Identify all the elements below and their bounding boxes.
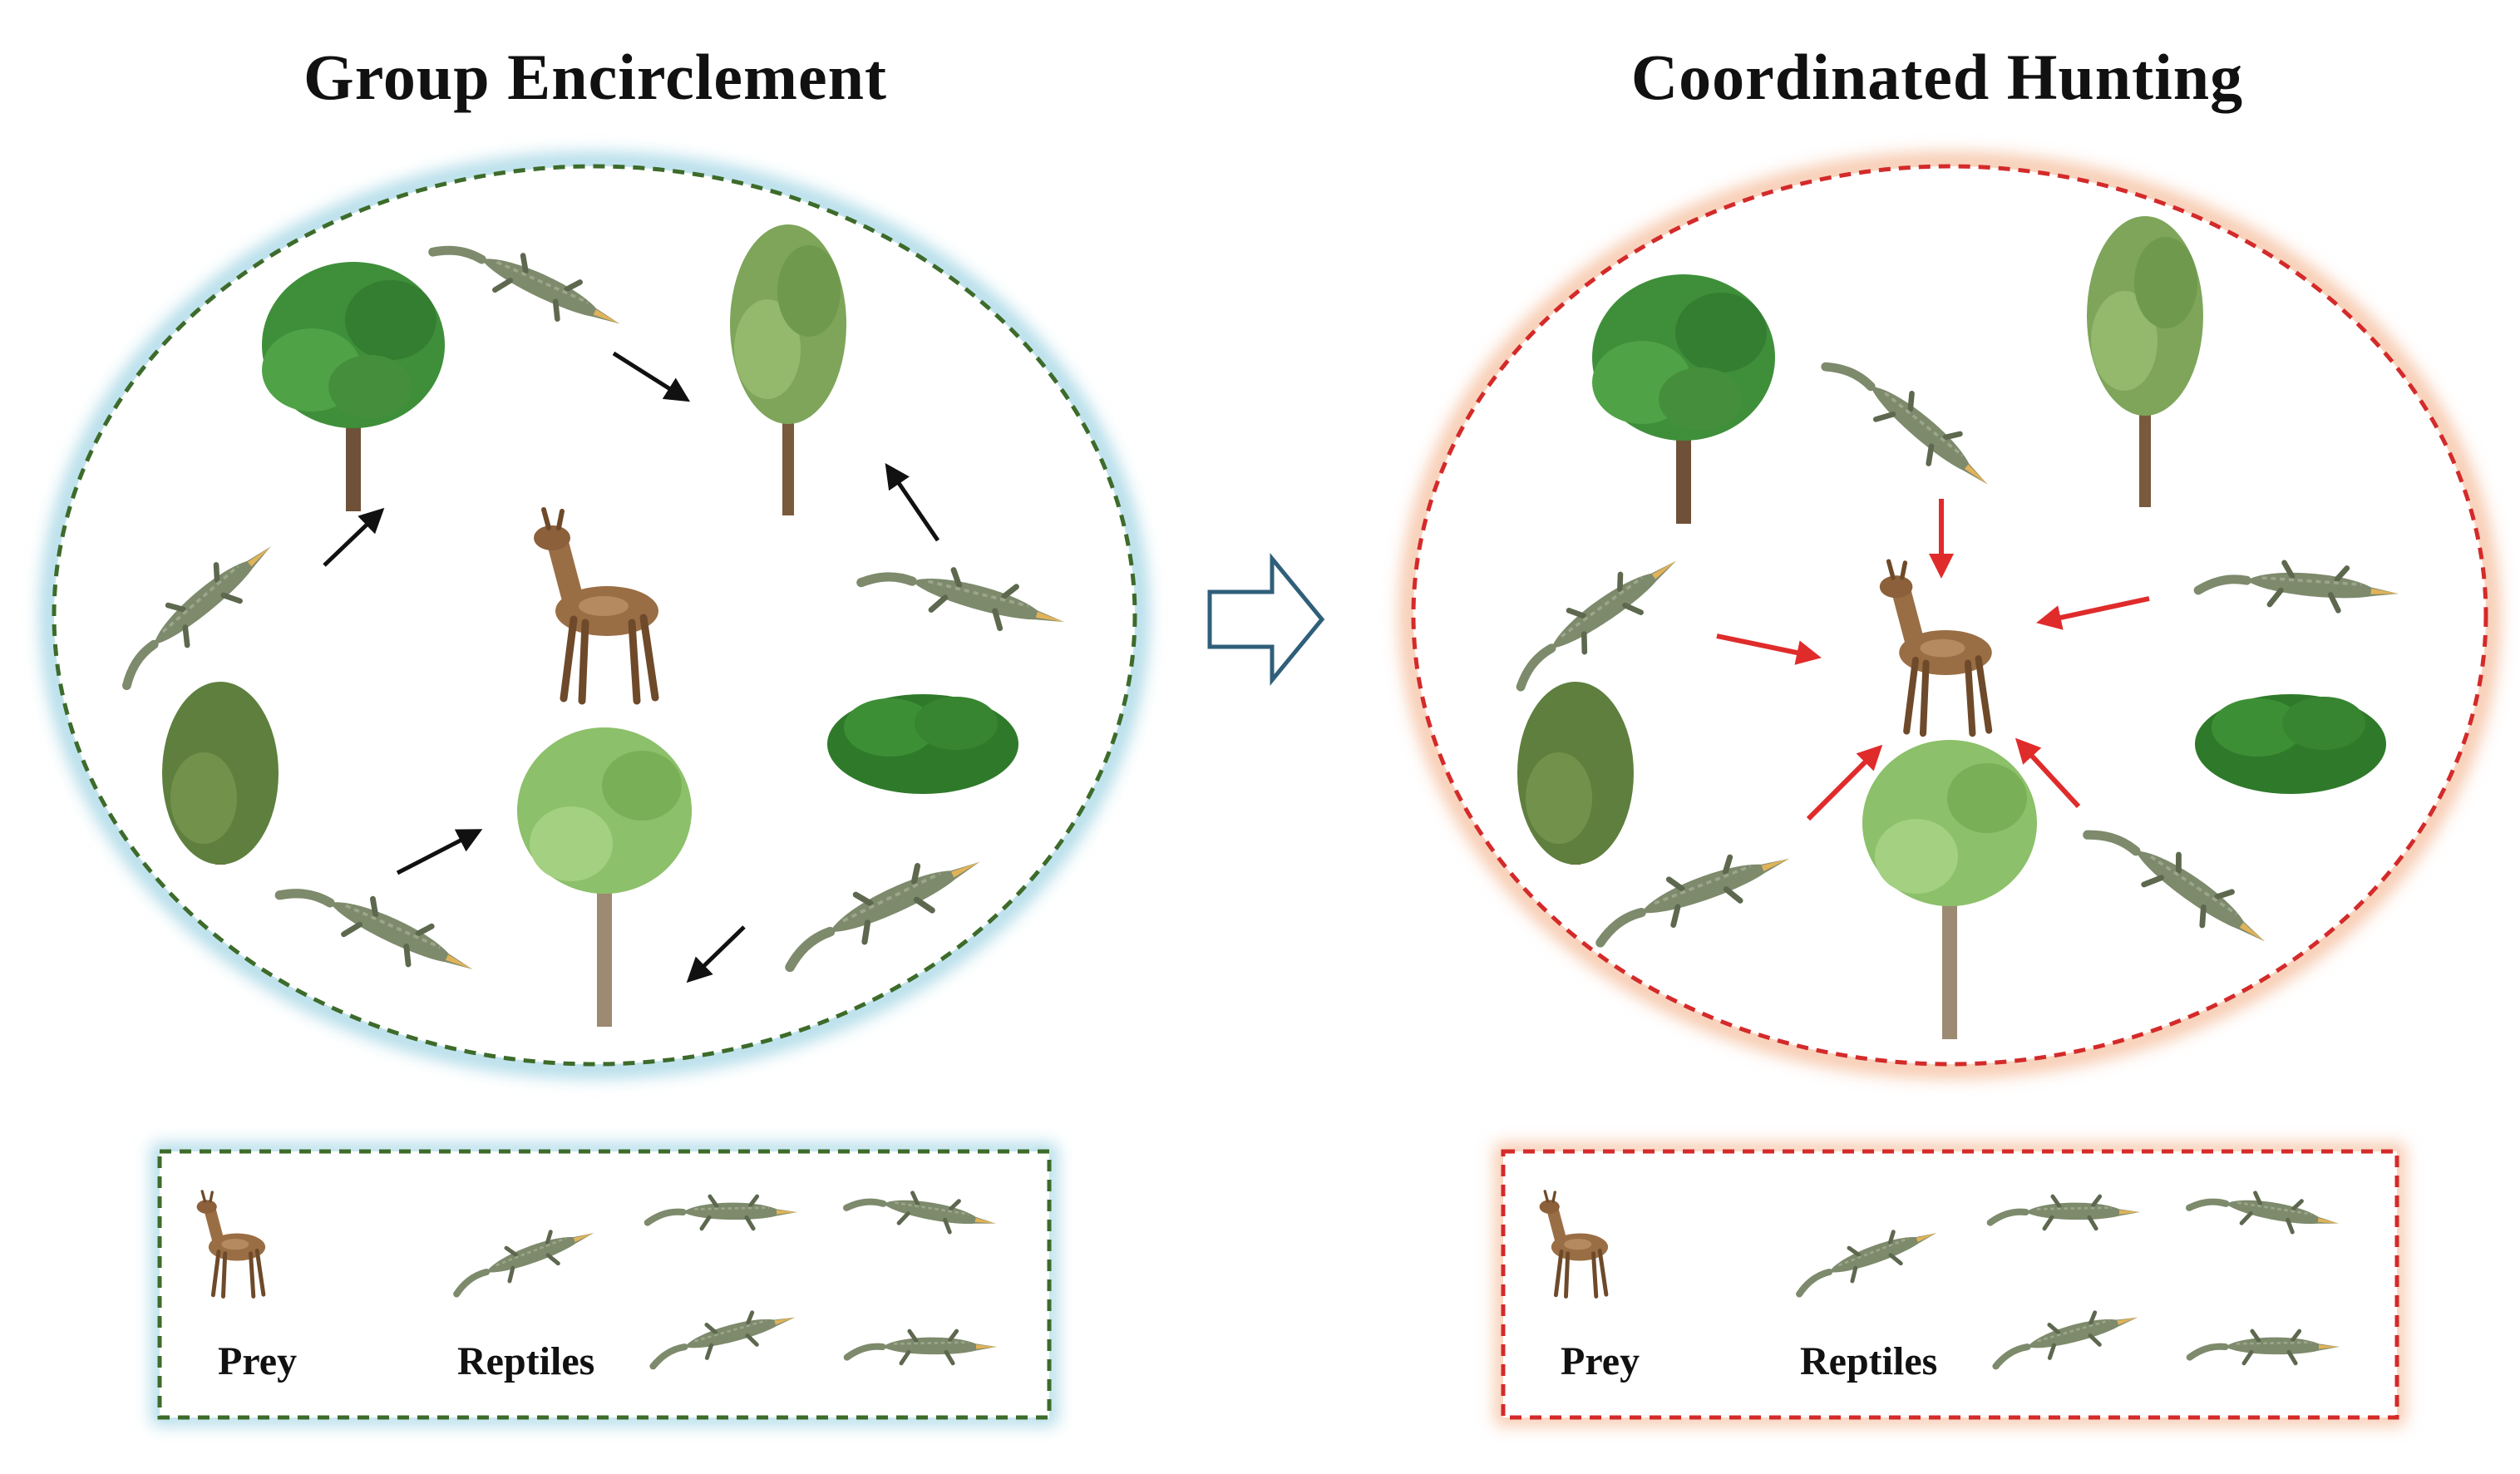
bush-icon: [827, 694, 1018, 794]
tree-icon: [1517, 682, 1634, 865]
legend-reptiles-label: Reptiles: [457, 1338, 594, 1384]
legend-prey-label: Prey: [218, 1338, 297, 1384]
legend-prey-label: Prey: [1561, 1338, 1640, 1384]
left-panel: [50, 162, 1139, 1068]
bush-icon: [2195, 694, 2386, 794]
tree-icon: [162, 682, 279, 865]
legend-reptiles-label: Reptiles: [1800, 1338, 1937, 1384]
transition-arrow-icon: [1210, 559, 1322, 680]
right-panel: [1409, 162, 2490, 1068]
